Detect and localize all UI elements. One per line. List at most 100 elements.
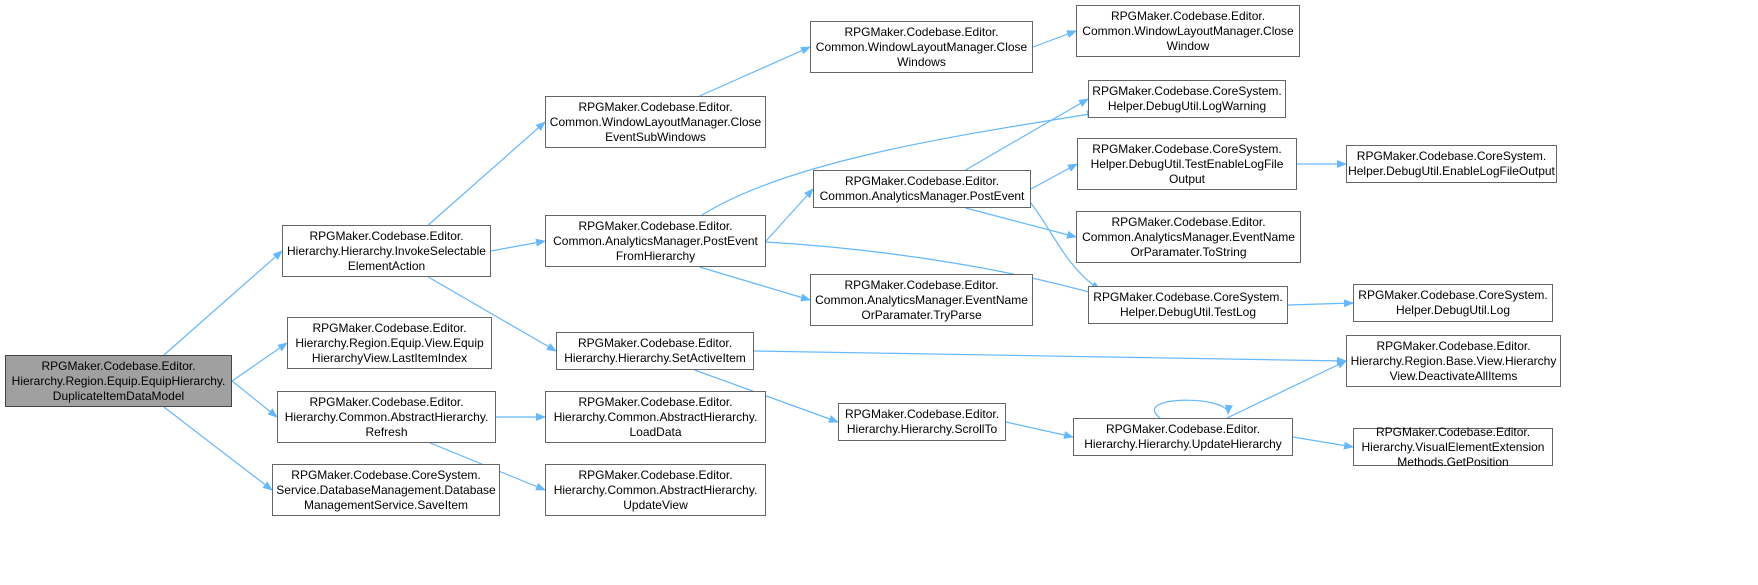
node-close-window[interactable]: RPGMaker.Codebase.Editor.Common.WindowLa… (1076, 5, 1300, 57)
node-abstract-hierarchy-refresh[interactable]: RPGMaker.Codebase.Editor.Hierarchy.Commo… (277, 391, 496, 443)
node-label-line: UpdateView (623, 497, 688, 512)
edge-n6-n18 (765, 241, 1104, 298)
node-database-management-save-item[interactable]: RPGMaker.Codebase.CoreSystem.Service.Dat… (272, 464, 500, 516)
node-label-line: Service.DatabaseManagement.Database (276, 482, 496, 497)
node-label-line: RPGMaker.Codebase.CoreSystem. (1093, 290, 1283, 304)
node-label-line: ManagementService.SaveItem (303, 497, 469, 512)
node-label-line: Common.AnalyticsManager.EventName (815, 292, 1028, 307)
edge-n6-n12 (699, 266, 811, 302)
node-last-item-index[interactable]: RPGMaker.Codebase.Editor.Hierarchy.Regio… (287, 317, 492, 369)
node-label-line: RPGMaker.Codebase.Editor. (1110, 8, 1266, 23)
edge-n19-n19 (1153, 399, 1233, 419)
edge-n0-n4 (163, 406, 273, 491)
node-label-line: Windows (897, 54, 946, 69)
node-label-line: RPGMaker.Codebase.CoreSystem. (1092, 84, 1282, 98)
node-debug-util-log[interactable]: RPGMaker.Codebase.CoreSystem.Helper.Debu… (1353, 284, 1553, 322)
node-label-line: Window (1166, 38, 1210, 53)
node-test-log[interactable]: RPGMaker.Codebase.CoreSystem.Helper.Debu… (1088, 286, 1288, 324)
node-deactivate-all-items[interactable]: RPGMaker.Codebase.Editor.Hierarchy.Regio… (1346, 335, 1561, 387)
node-label-line: FromHierarchy (615, 248, 696, 263)
edge-n11-n17 (965, 207, 1077, 239)
edge-n11-n16 (1030, 163, 1078, 190)
node-post-event-from-hierarchy[interactable]: RPGMaker.Codebase.Editor.Common.Analytic… (545, 215, 766, 267)
node-label-line: Helper.DebugUtil.Log (1395, 303, 1511, 317)
node-event-name-to-string[interactable]: RPGMaker.Codebase.Editor.Common.Analytic… (1076, 211, 1301, 263)
edge-n18-n21 (1287, 299, 1354, 308)
node-set-active-item[interactable]: RPGMaker.Codebase.Editor.Hierarchy.Hiera… (556, 332, 754, 370)
node-close-event-sub-windows[interactable]: RPGMaker.Codebase.Editor.Common.WindowLa… (545, 96, 766, 148)
node-label-line: RPGMaker.Codebase.Editor. (1376, 338, 1531, 353)
node-label-line: DuplicateItemDataModel (52, 388, 185, 403)
node-label-line: RPGMaker.Codebase.Editor. (1105, 422, 1261, 436)
node-label-line: Refresh (365, 424, 408, 439)
node-label-line: Helper.DebugUtil.TestLog (1119, 305, 1257, 319)
node-label-line: ElementAction (347, 258, 426, 273)
node-label-line: Helper.DebugUtil.EnableLogFileOutput (1348, 164, 1555, 178)
node-label-line: Hierarchy.Hierarchy.SetActiveItem (564, 351, 746, 365)
node-label-line: Common.WindowLayoutManager.Close (1082, 23, 1294, 38)
node-label-line: Methods.GetPosition (1397, 454, 1509, 469)
node-get-position[interactable]: RPGMaker.Codebase.Editor.Hierarchy.Visua… (1353, 424, 1553, 469)
node-label-line: RPGMaker.Codebase.CoreSystem. (1356, 149, 1547, 163)
node-update-view[interactable]: RPGMaker.Codebase.Editor.Hierarchy.Commo… (545, 464, 766, 516)
node-label-line: Hierarchy.Hierarchy.ScrollTo (846, 422, 998, 436)
node-label-line: Hierarchy.Common.AbstractHierarchy. (553, 482, 758, 497)
node-event-name-try-parse[interactable]: RPGMaker.Codebase.Editor.Common.Analytic… (810, 274, 1033, 326)
edge-n0-n1 (163, 250, 283, 356)
node-label-line: RPGMaker.Codebase.Editor. (844, 24, 999, 39)
node-label-line: RPGMaker.Codebase.Editor. (577, 336, 733, 350)
node-label-line: RPGMaker.Codebase.Editor. (578, 394, 733, 409)
node-label-line: Hierarchy.Region.Equip.View.Equip (295, 335, 484, 350)
node-label-line: LoadData (629, 424, 682, 439)
edge-n6-n15 (701, 110, 1097, 216)
node-label-line: RPGMaker.Codebase.Editor. (1375, 424, 1531, 439)
node-label-line: RPGMaker.Codebase.Editor. (309, 394, 464, 409)
node-label-line: Helper.DebugUtil.TestEnableLogFile (1090, 156, 1284, 171)
edge-n0-n3 (231, 380, 278, 418)
node-update-hierarchy[interactable]: RPGMaker.Codebase.Editor.Hierarchy.Hiera… (1073, 418, 1293, 456)
edge-n7-n13 (694, 369, 839, 423)
node-label-line: Hierarchy.VisualElementExtension (1361, 439, 1545, 454)
node-invoke-selectable-element-action[interactable]: RPGMaker.Codebase.Editor.Hierarchy.Hiera… (282, 225, 491, 277)
node-label-line: EventSubWindows (605, 129, 706, 144)
node-label-line: RPGMaker.Codebase.Editor. (309, 228, 464, 243)
node-load-data[interactable]: RPGMaker.Codebase.Editor.Hierarchy.Commo… (545, 391, 766, 443)
edge-n19-n23 (1292, 436, 1354, 450)
node-label-line: Common.WindowLayoutManager.Close (815, 39, 1028, 54)
node-label-line: RPGMaker.Codebase.Editor. (578, 99, 733, 114)
node-label-line: Common.AnalyticsManager.PostEvent (819, 189, 1025, 203)
node-enable-log-file-output[interactable]: RPGMaker.Codebase.CoreSystem.Helper.Debu… (1346, 145, 1557, 183)
node-label-line: RPGMaker.Codebase.Editor. (844, 407, 1000, 421)
node-label-line: RPGMaker.Codebase.Editor. (578, 218, 733, 233)
node-label-line: RPGMaker.Codebase.CoreSystem. (1358, 288, 1548, 302)
node-label-line: Output (1168, 171, 1206, 186)
node-label-line: Hierarchy.Hierarchy.UpdateHierarchy (1084, 437, 1282, 451)
node-label-line: Common.WindowLayoutManager.Close (549, 114, 762, 129)
node-scroll-to[interactable]: RPGMaker.Codebase.Editor.Hierarchy.Hiera… (838, 403, 1006, 441)
node-label-line: Common.AnalyticsManager.EventName (1082, 229, 1295, 244)
node-label-line: RPGMaker.Codebase.Editor. (41, 358, 196, 373)
node-label-line: RPGMaker.Codebase.CoreSystem. (1092, 141, 1282, 156)
node-test-enable-log-file-output[interactable]: RPGMaker.Codebase.CoreSystem.Helper.Debu… (1077, 138, 1297, 190)
node-label-line: RPGMaker.Codebase.CoreSystem. (291, 467, 481, 482)
edge-n1-n7 (427, 276, 557, 352)
node-label-line: Hierarchy.Common.AbstractHierarchy. (284, 409, 489, 424)
node-label-line: Hierarchy.Region.Base.View.Hierarchy (1350, 353, 1557, 368)
node-label-line: RPGMaker.Codebase.Editor. (312, 320, 467, 335)
node-close-windows[interactable]: RPGMaker.Codebase.Editor.Common.WindowLa… (810, 21, 1033, 73)
node-label-line: RPGMaker.Codebase.Editor. (1111, 214, 1266, 229)
node-label-line: HierarchyView.LastItemIndex (311, 350, 468, 365)
edge-n7-n22 (753, 350, 1347, 365)
node-post-event[interactable]: RPGMaker.Codebase.Editor.Common.Analytic… (813, 170, 1031, 208)
node-label-line: Common.AnalyticsManager.PostEvent (553, 233, 758, 248)
node-label-line: RPGMaker.Codebase.Editor. (844, 277, 999, 292)
edge-n1-n6 (490, 238, 546, 252)
edge-n13-n19 (1005, 421, 1074, 439)
edge-n11-n15 (965, 98, 1089, 171)
node-label-line: RPGMaker.Codebase.Editor. (844, 174, 1000, 188)
node-duplicate-item-data-model[interactable]: RPGMaker.Codebase.Editor.Hierarchy.Regio… (5, 355, 232, 407)
node-log-warning[interactable]: RPGMaker.Codebase.CoreSystem.Helper.Debu… (1088, 80, 1286, 118)
node-label-line: RPGMaker.Codebase.Editor. (578, 467, 733, 482)
